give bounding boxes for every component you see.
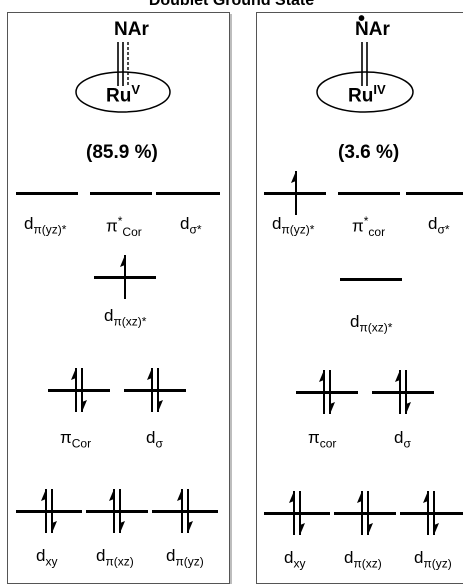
left-percent: (85.9 %) [86,142,158,163]
diagram-title: Doublet Ground State [148,0,315,9]
label-right-dpixz: dπ(xz) [344,548,382,571]
right-panel-ruiv [256,12,463,584]
label-right-picor: πcor [308,428,337,451]
label-right-dpixz-star: dπ(xz)* [350,312,393,335]
label-right-dpiyz-star: dπ(yz)* [272,214,315,237]
level-left-picor-star [90,192,152,195]
left-ligand-label: NAr [114,19,149,40]
label-left-dpiyz-star: dπ(yz)* [24,214,67,237]
level-right-dpiyz [400,512,463,515]
left-metal-label: RuV [106,82,140,107]
level-right-dxy [264,512,330,515]
label-left-picor-star: π*Cor [106,214,142,240]
level-right-dsigma-star [406,192,463,195]
label-right-picor-star: π*cor [352,214,386,240]
level-right-dsigma [372,391,434,394]
level-right-dpixz-star [340,278,402,281]
label-left-dxy: dxy [36,546,58,569]
label-left-dpixz: dπ(xz) [96,546,134,569]
label-left-dsigma: dσ [146,428,163,451]
level-right-picor [296,391,358,394]
right-percent: (3.6 %) [338,142,400,163]
label-left-dsigma-star: dσ* [180,214,202,237]
label-left-dpixz-star: dπ(xz)* [104,306,147,329]
level-left-dxy [16,510,82,513]
level-left-dsigma-star [156,192,220,195]
label-right-dsigma-star: dσ* [428,214,450,237]
level-left-dpiyz [152,510,218,513]
right-ligand-label: NAr [355,19,390,40]
level-right-dpixz [334,512,396,515]
label-left-picor: πCor [60,428,92,451]
level-left-picor [48,389,110,392]
right-metal-label: RuIV [348,82,386,107]
label-right-dpiyz: dπ(yz) [414,548,452,571]
level-right-picor-star [338,192,400,195]
label-right-dxy: dxy [284,548,306,571]
left-panel-ruv [7,12,230,584]
label-right-dsigma: dσ [394,428,411,451]
level-left-dsigma [124,389,186,392]
label-left-dpiyz: dπ(yz) [166,546,204,569]
level-left-dpixz [86,510,148,513]
level-left-dpiyz-star [16,192,78,195]
right-radical-dot: • [358,8,366,30]
